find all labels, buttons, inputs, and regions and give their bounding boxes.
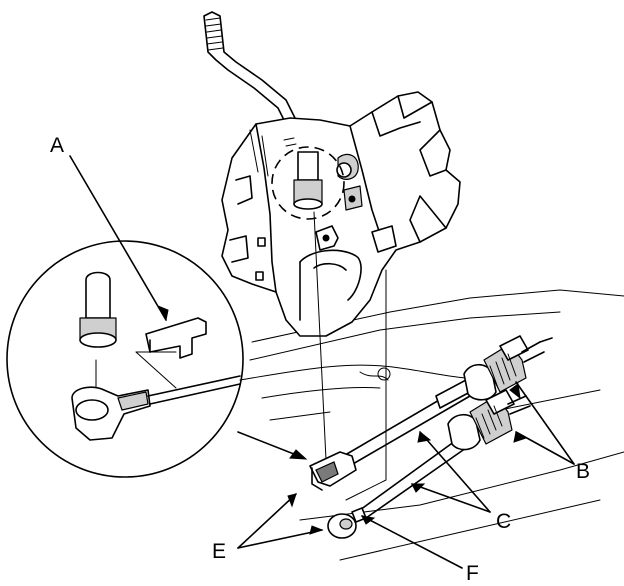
callout-c: C [496,510,511,533]
detail-enlargement [6,240,244,478]
cable-end-upper [309,451,357,491]
callout-b: B [576,460,590,483]
detail-marker [271,146,345,220]
select-cable [359,389,531,519]
callout-f: F [466,562,479,585]
shift-cable [339,335,553,469]
bracket-guides [313,211,387,501]
callout-e: E [212,540,226,563]
leader-lines [69,155,575,569]
callout-a: A [50,134,64,157]
cable-end-lower [327,507,367,539]
shifter-housing [221,91,461,337]
